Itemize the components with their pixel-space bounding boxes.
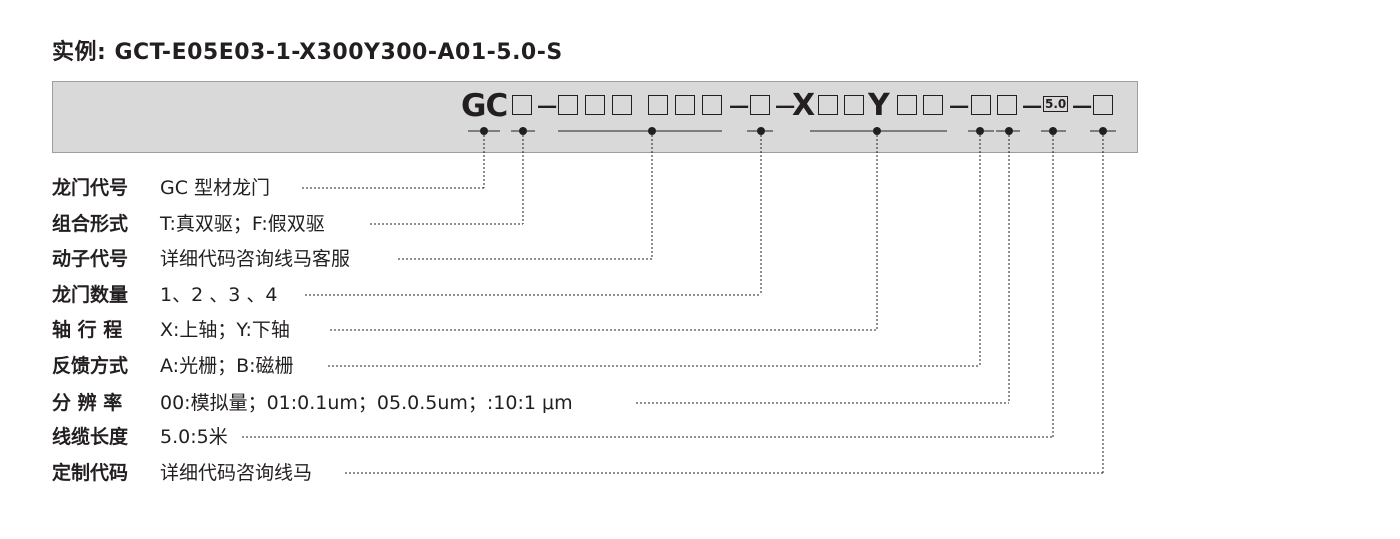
code-box-mover-2 xyxy=(585,95,605,115)
code-box-mover-6 xyxy=(702,95,722,115)
row-label-cable-length: 线缆长度 xyxy=(52,426,129,448)
row-desc-mover-code: 详细代码咨询线马客服 xyxy=(160,248,351,270)
example-code-line: 实例: GCT-E05E03-1-X300Y300-A01-5.0-S xyxy=(52,40,563,65)
code-dash: − xyxy=(1020,89,1045,123)
row-desc-resolution: 00:模拟量；01:0.1um；05.0.5um；:10:1 μm xyxy=(160,392,573,414)
row-desc-feedback: A:光栅；B:磁栅 xyxy=(160,355,294,377)
row-label-resolution: 分 辨 率 xyxy=(52,392,123,414)
code-box-mover-1 xyxy=(558,95,578,115)
row-label-combination: 组合形式 xyxy=(52,213,129,235)
row-label-feedback: 反馈方式 xyxy=(52,355,129,377)
code-box-y-stroke-1 xyxy=(897,95,917,115)
code-box-mover-4 xyxy=(648,95,668,115)
row-desc-combination: T:真双驱；F:假双驱 xyxy=(160,213,325,235)
code-box-resolution xyxy=(997,95,1017,115)
row-desc-cable-length: 5.0:5米 xyxy=(160,426,228,448)
code-prefix: GC xyxy=(461,88,508,124)
row-label-axis-stroke: 轴 行 程 xyxy=(52,319,123,341)
code-format-bar xyxy=(52,81,1138,153)
code-dash: − xyxy=(773,89,798,123)
row-desc-custom-code: 详细代码咨询线马 xyxy=(160,462,313,484)
code-box-y-stroke-2 xyxy=(923,95,943,115)
code-box-quantity xyxy=(750,95,770,115)
code-box-x-stroke-1 xyxy=(818,95,838,115)
row-label-custom-code: 定制代码 xyxy=(52,462,129,484)
row-desc-gantry-quantity: 1、2 、3 、4 xyxy=(160,284,278,306)
code-box-mover-3 xyxy=(612,95,632,115)
code-dash: − xyxy=(1070,89,1095,123)
code-dash: − xyxy=(727,89,752,123)
code-box-feedback xyxy=(971,95,991,115)
code-cable-length: 5.0 xyxy=(1043,96,1069,112)
row-label-gantry-code: 龙门代号 xyxy=(52,177,129,199)
code-box-combination xyxy=(512,95,532,115)
code-x-letter: X xyxy=(792,88,816,123)
row-label-gantry-quantity: 龙门数量 xyxy=(52,284,129,306)
code-dash: − xyxy=(535,89,560,123)
row-desc-axis-stroke: X:上轴；Y:下轴 xyxy=(160,319,290,341)
row-desc-gantry-code: GC 型材龙门 xyxy=(160,177,271,199)
code-box-custom xyxy=(1093,95,1113,115)
code-dash: − xyxy=(947,89,972,123)
code-box-mover-5 xyxy=(675,95,695,115)
code-box-x-stroke-2 xyxy=(844,95,864,115)
row-label-mover-code: 动子代号 xyxy=(52,248,129,270)
code-y-letter: Y xyxy=(868,88,890,123)
